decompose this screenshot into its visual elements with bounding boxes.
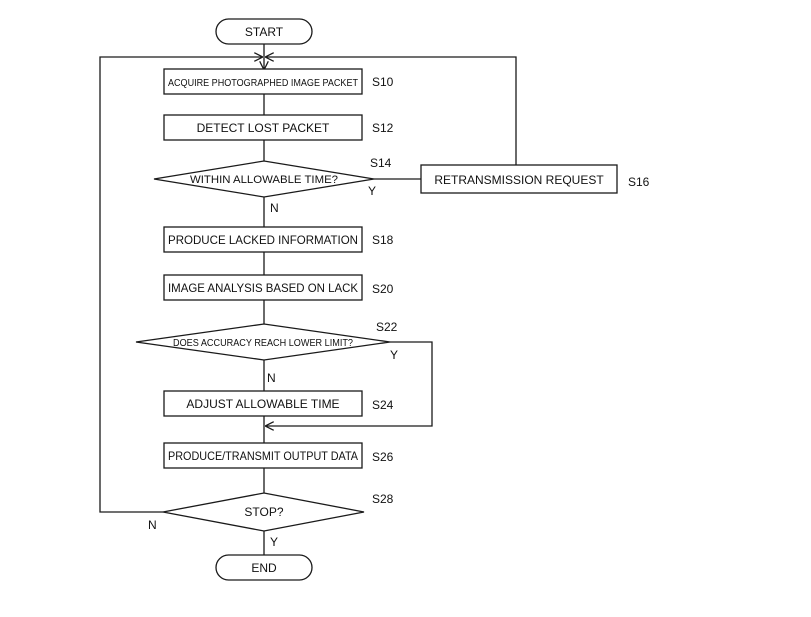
step-s20: IMAGE ANALYSIS BASED ON LACK S20 [163,274,394,301]
step-s12-box [163,114,363,141]
end-terminal-shape [215,554,313,581]
connectors [99,44,517,555]
step-s18-box [163,226,363,253]
step-s10-box [163,68,363,95]
decision-s22-no-label: N [267,371,276,385]
decision-s22-yes-label: Y [390,348,398,362]
step-s10-text: ACQUIRE PHOTOGRAPHED IMAGE PACKET [168,78,358,89]
edge-s28-no-loop [99,57,262,513]
step-s20-box [163,274,363,301]
step-s18-text: PRODUCE LACKED INFORMATION [168,233,358,247]
end-terminal: END [215,554,313,581]
decision-s14-no-label: N [270,201,279,215]
edge-s22-yes [266,341,433,426]
step-s26-id: S26 [372,450,394,464]
step-s18-id: S18 [372,233,394,247]
decision-s14-yes-label: Y [368,184,376,198]
decision-s14-text: WITHIN ALLOWABLE TIME? [190,174,338,186]
step-s24-text: ADJUST ALLOWABLE TIME [186,397,339,411]
decision-s28-diamond [162,492,365,532]
decision-s14-diamond [153,160,375,198]
end-label: END [251,561,277,575]
step-s24-id: S24 [372,398,394,412]
start-terminal-shape [215,18,313,45]
step-s12: DETECT LOST PACKET S12 [163,114,394,141]
step-s20-text: IMAGE ANALYSIS BASED ON LACK [168,281,358,295]
step-s12-id: S12 [372,121,394,135]
step-s20-id: S20 [372,282,394,296]
step-s16-box [420,164,618,194]
step-s12-text: DETECT LOST PACKET [197,121,330,135]
decision-s14: WITHIN ALLOWABLE TIME? S14 Y N [153,156,392,215]
start-label: START [245,25,284,39]
step-s16-text: RETRANSMISSION REQUEST [434,173,604,187]
step-s10-id: S10 [372,75,394,89]
step-s16-id: S16 [628,175,650,189]
decision-s22: DOES ACCURACY REACH LOWER LIMIT? S22 Y N [135,320,398,385]
decision-s28-yes-label: Y [270,535,278,549]
decision-s28-text: STOP? [244,505,283,519]
step-s24: ADJUST ALLOWABLE TIME S24 [163,390,394,417]
step-s10: ACQUIRE PHOTOGRAPHED IMAGE PACKET S10 [163,68,394,95]
decision-s22-id: S22 [376,320,398,334]
decision-s22-text: DOES ACCURACY REACH LOWER LIMIT? [173,338,353,349]
decision-s22-diamond [135,323,391,361]
decision-s28-no-label: N [148,518,157,532]
decision-s28: STOP? S28 N Y [148,492,394,549]
start-terminal: START [215,18,313,45]
step-s24-box [163,390,363,417]
step-s26-box [163,442,363,469]
step-s26: PRODUCE/TRANSMIT OUTPUT DATA S26 [163,442,394,469]
decision-s28-id: S28 [372,492,394,506]
step-s16: RETRANSMISSION REQUEST S16 [420,164,650,194]
step-s26-text: PRODUCE/TRANSMIT OUTPUT DATA [168,449,358,463]
step-s18: PRODUCE LACKED INFORMATION S18 [163,226,394,253]
decision-s14-id: S14 [370,156,392,170]
edge-s16-loop [266,57,517,165]
